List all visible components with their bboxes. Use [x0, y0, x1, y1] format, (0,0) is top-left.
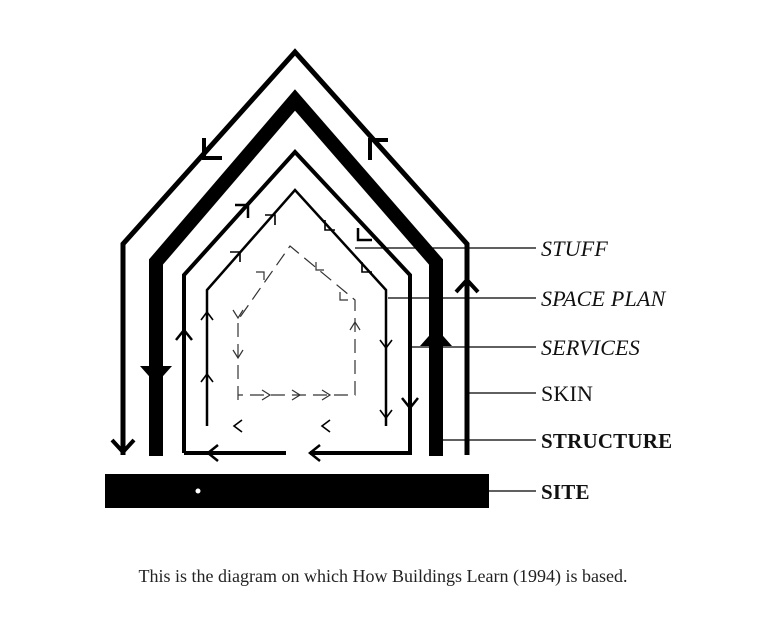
structure-arrows	[140, 328, 452, 384]
services-arrows	[175, 203, 419, 462]
label-site: SITE	[541, 480, 590, 504]
structure-layer	[149, 89, 443, 456]
label-space-plan: SPACE PLAN	[541, 286, 667, 311]
site-dot	[195, 488, 201, 494]
leader-lines	[355, 247, 536, 492]
label-structure: STRUCTURE	[541, 429, 672, 453]
stuff-layer	[237, 245, 356, 400]
caption: This is the diagram on which How Buildin…	[138, 566, 628, 586]
shearing-layers-diagram: STUFF SPACE PLAN SERVICES SKIN STRUCTURE…	[105, 48, 672, 508]
label-stuff: STUFF	[541, 236, 608, 261]
site-slab	[105, 474, 489, 508]
space-plan-arrows	[200, 214, 393, 433]
label-skin: SKIN	[541, 381, 593, 406]
space-plan-layer	[205, 188, 388, 426]
skin-layer	[120, 48, 470, 455]
label-services: SERVICES	[541, 335, 640, 360]
skin-arrows	[110, 138, 480, 455]
services-layer	[182, 149, 412, 455]
stuff-arrows	[232, 262, 361, 401]
